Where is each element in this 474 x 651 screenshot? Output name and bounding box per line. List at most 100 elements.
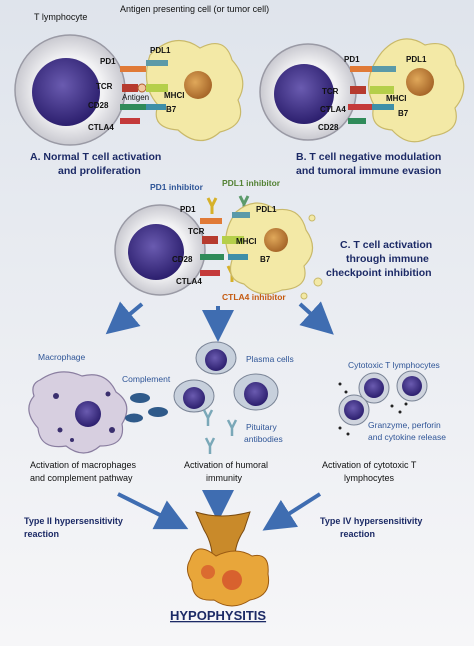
plasma-cell-nucleus [205, 349, 227, 371]
type2-line2: reaction [24, 529, 59, 539]
cytotoxic-group: Cytotoxic T lymphocytes Granzyme, perfor… [322, 360, 446, 483]
pd1-label-c: PD1 [180, 205, 196, 214]
pdl1-ligand-c [232, 212, 250, 218]
act-macro-line2: and complement pathway [30, 473, 133, 483]
panel-b: PD1 PDL1 TCR MHCI CTLA4 B7 CD28 B. T cel… [259, 38, 465, 177]
macrophage-label: Macrophage [38, 352, 86, 362]
t-cell-nucleus-a [32, 58, 100, 126]
macrophage-granule [57, 427, 63, 433]
hypophysitis-title: HYPOPHYSITIS [170, 608, 266, 623]
macrophage-granule [53, 393, 59, 399]
mhci-c [222, 236, 244, 244]
pdl1-ligand-b [372, 66, 396, 72]
tcr-receptor-b [350, 86, 366, 94]
inflamed-tissue [201, 565, 215, 579]
apc-nucleus-a [184, 71, 212, 99]
ctla4-label-a: CTLA4 [88, 123, 114, 132]
apc-vesicle [308, 214, 316, 222]
pituitary-label-line1: Pituitary [246, 422, 277, 432]
pd1-inhibitor-antibody [206, 197, 218, 214]
t-cell-nucleus-c [128, 224, 184, 280]
caption-a-line2: and proliferation [58, 165, 141, 177]
b7-ligand-a [146, 104, 166, 110]
complement-protein [125, 413, 143, 423]
arrow-to-macrophage [105, 301, 144, 335]
pdl1-label-c: PDL1 [256, 205, 277, 214]
cytotoxic-nucleus [402, 376, 422, 396]
act-cyto-line2: lymphocytes [344, 473, 395, 483]
cytotoxic-label: Cytotoxic T lymphocytes [348, 360, 440, 370]
apc-nucleus-c [264, 228, 288, 252]
ctla4-receptor-c [200, 270, 220, 276]
inflamed-tissue [222, 570, 242, 590]
macrophage-nucleus [75, 401, 101, 427]
macrophage-granule [109, 427, 115, 433]
apc-vesicle [300, 292, 308, 300]
b7-label-c: B7 [260, 255, 271, 264]
act-macro-line1: Activation of macrophages [30, 460, 137, 470]
arrows-from-c [105, 301, 334, 342]
granzyme-dot [344, 390, 348, 394]
cd28-receptor-c [200, 254, 224, 260]
b7-ligand-c [228, 254, 248, 260]
cd28-receptor-a [120, 104, 146, 110]
caption-a-line1: A. Normal T cell activation [30, 151, 161, 163]
act-cyto-line1: Activation of cytotoxic T [322, 460, 417, 470]
pituitary-gland [186, 511, 270, 607]
humoral-group: Plasma cells Pituitary antibodies Activa… [173, 341, 294, 483]
complement-label: Complement [122, 374, 171, 384]
pdl1-inhibitor-label: PDL1 inhibitor [222, 178, 281, 188]
type4-line1: Type IV hypersensitivity [320, 516, 422, 526]
pd1-receptor-b [350, 66, 372, 72]
tcr-label-b: TCR [322, 87, 339, 96]
apc-label: Antigen presenting cell (or tumor cell) [120, 4, 269, 14]
granzyme-line2: and cytokine release [368, 432, 446, 442]
complement-protein [148, 407, 168, 417]
granzyme-dot [346, 432, 350, 436]
tcr-receptor-a [122, 84, 138, 92]
mhci-b [370, 86, 394, 94]
pd1-label-b: PD1 [344, 55, 360, 64]
arrow-to-cytotoxic [298, 301, 334, 335]
caption-b-line2: and tumoral immune evasion [296, 165, 441, 177]
antibody-icon [204, 437, 216, 454]
caption-b-line1: B. T cell negative modulation [296, 151, 441, 163]
antibody-icon [202, 409, 214, 426]
panel-a: T lymphocyte Antigen presenting cell (or… [14, 4, 269, 177]
tcr-receptor-c [202, 236, 218, 244]
b7-label-b: B7 [398, 109, 409, 118]
tcr-label-a: TCR [96, 82, 113, 91]
tcr-label-c: TCR [188, 227, 205, 236]
granzyme-dot [338, 382, 342, 386]
cytotoxic-nucleus [344, 400, 364, 420]
granzyme-dot [390, 404, 394, 408]
pd1-label-a: PD1 [100, 57, 116, 66]
t-lymphocyte-label: T lymphocyte [34, 12, 87, 22]
arrow-cyto-to-pituitary [262, 492, 322, 531]
antibody-icon [226, 419, 238, 436]
type4-line2: reaction [340, 529, 375, 539]
ctla4-label-b: CTLA4 [320, 105, 346, 114]
complement-protein [130, 393, 150, 403]
granzyme-dot [404, 402, 408, 406]
cd28-label-a: CD28 [88, 101, 109, 110]
pituitary-stalk [195, 511, 251, 567]
granzyme-dot [338, 426, 342, 430]
b7-label-a: B7 [166, 105, 177, 114]
pd1-inhibitor-label: PD1 inhibitor [150, 182, 204, 192]
arrows-to-hypophysis [117, 490, 322, 531]
arrow-macro-to-pituitary [117, 492, 189, 530]
mhci-label-b: MHCI [386, 94, 406, 103]
pituitary-label-line2: antibodies [244, 434, 283, 444]
act-humoral-line1: Activation of humoral [184, 460, 268, 470]
pd1-receptor-a [120, 66, 146, 72]
mhci-a [146, 84, 168, 92]
apc-nucleus-b [406, 68, 434, 96]
pdl1-label-b: PDL1 [406, 55, 427, 64]
plasma-cells-label: Plasma cells [246, 354, 294, 364]
pd1-receptor-c [200, 218, 222, 224]
macrophage-group: Macrophage Complement Activation of macr… [28, 352, 171, 483]
cd28-label-c: CD28 [172, 255, 193, 264]
act-humoral-line2: immunity [206, 473, 243, 483]
caption-c-line3: checkpoint inhibition [326, 267, 432, 279]
